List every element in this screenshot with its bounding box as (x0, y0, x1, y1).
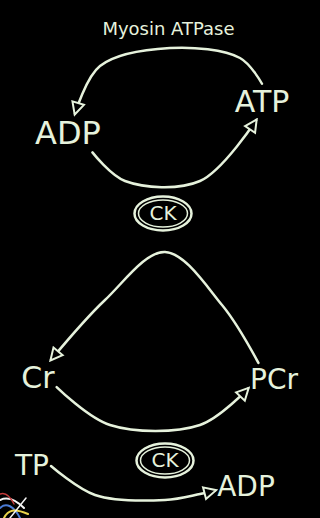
metabolite-node: PCr (248, 363, 300, 397)
enzyme-label: CK (133, 202, 193, 225)
reaction-arrow (75, 48, 262, 114)
metabolite-node: TP (13, 449, 51, 483)
metabolite-label: ADP (35, 115, 101, 152)
enzyme-ellipse: CK (133, 195, 193, 232)
reaction-arrow (57, 387, 248, 431)
enzyme-ellipse: CK (135, 442, 195, 479)
metabolite-node: Cr (19, 360, 56, 397)
enzyme-label: CK (135, 449, 195, 472)
metabolite-label: ADP (217, 471, 275, 503)
reaction-arrow (92, 120, 256, 187)
metabolite-node: ADP (215, 470, 277, 504)
smudge-line (10, 498, 26, 518)
reaction-arrow (51, 466, 215, 501)
metabolite-node: ATP (233, 84, 292, 121)
metabolite-node: ADP (33, 114, 103, 153)
metabolite-label: PCr (250, 364, 298, 396)
smudge-line (0, 493, 14, 504)
enzyme-name: Myosin ATPase (99, 18, 237, 40)
metabolite-label: TP (15, 450, 49, 482)
reaction-arrow (51, 252, 258, 363)
metabolite-label: ATP (235, 85, 290, 120)
corner-smudge (0, 493, 28, 518)
metabolite-label: Cr (21, 361, 54, 396)
